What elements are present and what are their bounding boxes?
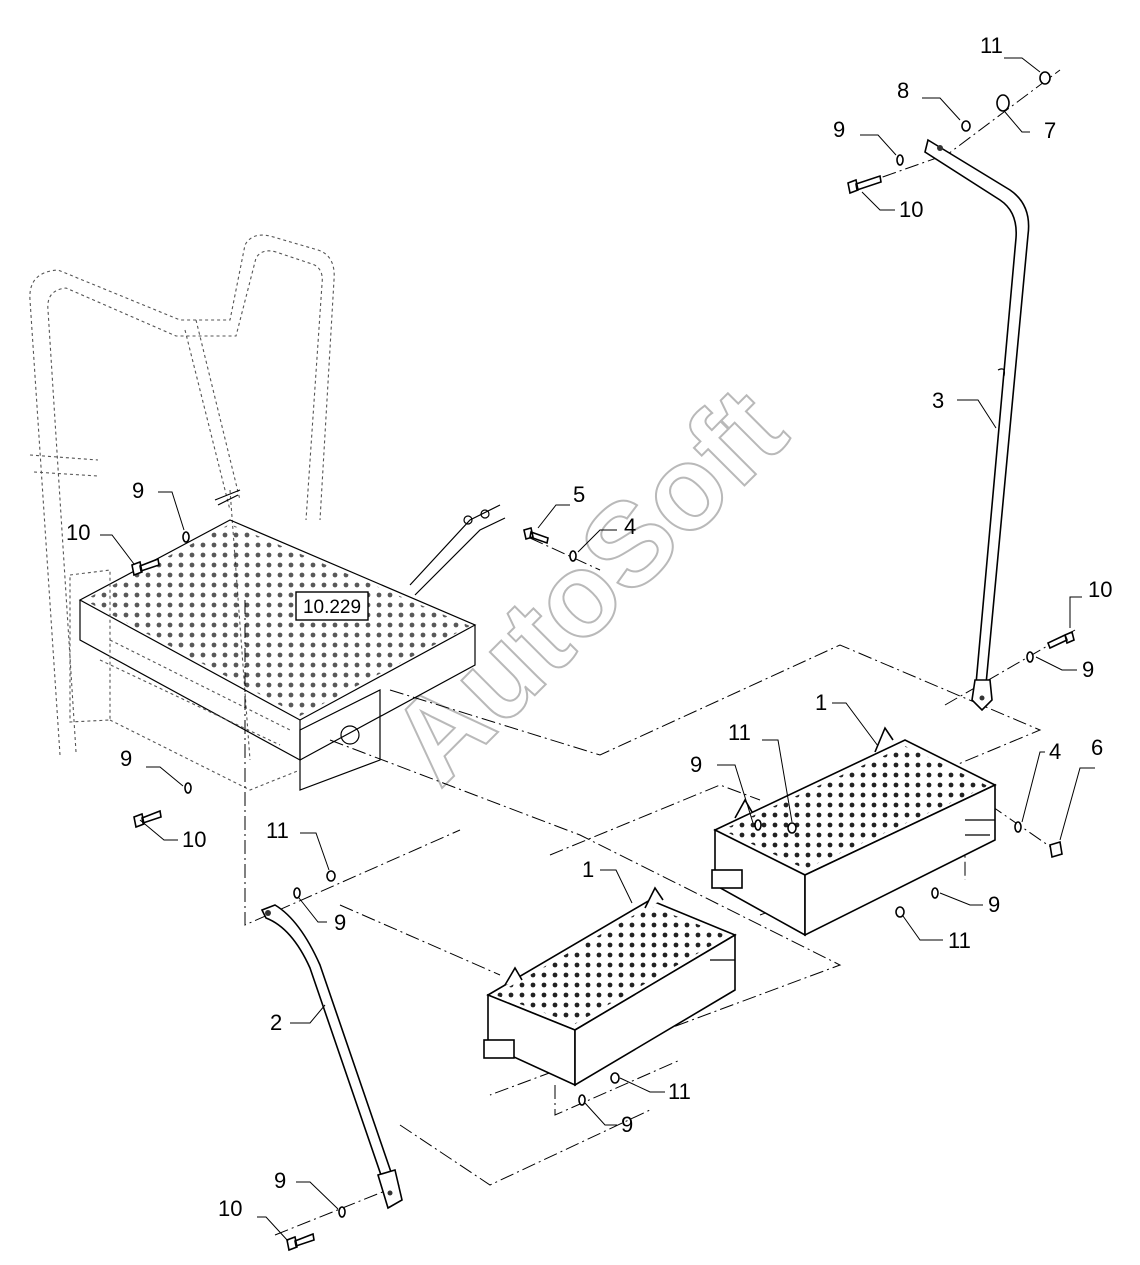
callout-6: 6	[1091, 735, 1103, 760]
washer-8	[961, 120, 971, 132]
washer-9-right	[1026, 651, 1034, 663]
washer-9-bottom-left	[338, 1206, 346, 1218]
fasteners	[131, 71, 1075, 1252]
callout-10-top: 10	[899, 197, 923, 222]
washer-4-mid	[569, 550, 577, 562]
callout-9-mid: 9	[690, 752, 702, 777]
bolt-10-left-upper	[131, 557, 160, 577]
callout-11-right-lower: 11	[948, 928, 971, 953]
nut-11-bottom	[610, 1072, 620, 1084]
washer-9-bottom	[578, 1094, 586, 1106]
battery-box-left	[483, 886, 737, 1087]
strap-3	[924, 138, 1030, 712]
callout-10-right: 10	[1088, 577, 1112, 602]
bolt-10-right	[1046, 630, 1075, 650]
callout-9-left: 9	[334, 910, 346, 935]
callout-9-top: 9	[833, 117, 845, 142]
bolt-5	[523, 526, 549, 545]
callout-10-left-lower: 10	[182, 827, 206, 852]
nut-11-top	[1039, 71, 1051, 85]
callout-3: 3	[932, 388, 944, 413]
callout-8: 8	[897, 78, 909, 103]
callout-7: 7	[1044, 118, 1056, 143]
bolt-10-bottom-left	[286, 1232, 315, 1252]
callout-10-left-upper: 10	[66, 520, 90, 545]
callout-5: 5	[573, 482, 585, 507]
bolt-10-left-lower	[133, 809, 162, 829]
callout-1-right: 1	[815, 690, 827, 715]
callout-9-left-lower: 9	[120, 746, 132, 771]
washer-9-right-lower	[931, 887, 939, 899]
callout-4-right: 4	[1049, 739, 1061, 764]
callout-9-right-lower: 9	[988, 892, 1000, 917]
nut-6	[1049, 840, 1063, 859]
washer-9-left	[293, 887, 301, 899]
washer-7	[996, 94, 1010, 112]
callout-9-bottom-left: 9	[274, 1168, 286, 1193]
callout-10-bottom-left: 10	[218, 1196, 242, 1221]
callout-9-bottom: 9	[621, 1112, 633, 1137]
reference-label: 10.229	[303, 597, 361, 618]
nut-11-left	[326, 870, 336, 882]
nut-11-right-lower	[895, 906, 905, 918]
washer-9-left-lower	[184, 782, 192, 794]
callout-11-left: 11	[266, 818, 289, 843]
washer-9-mid	[754, 819, 762, 831]
callout-2: 2	[270, 1010, 282, 1035]
callout-11-mid: 11	[728, 720, 751, 745]
strap-2	[260, 904, 403, 1210]
callouts: 11 8 7 9 10 3 5 4 9 10 10 9 1 11 9 4 6 9…	[66, 33, 1112, 1221]
bolt-10-top	[847, 174, 882, 195]
assembly-lines	[244, 69, 1076, 1236]
callout-4-mid: 4	[624, 514, 636, 539]
washer-9-top	[896, 154, 904, 166]
callout-1-left: 1	[582, 857, 594, 882]
battery-box-right	[711, 726, 997, 937]
callout-9-left-upper: 9	[132, 478, 144, 503]
cab-frame-assembly	[29, 234, 506, 791]
reference-box: 10.229	[295, 591, 369, 621]
washer-9-left-upper	[182, 531, 190, 543]
callout-11-top: 11	[980, 33, 1003, 58]
callout-9-right: 9	[1082, 657, 1094, 682]
nut-11-mid	[787, 822, 797, 834]
leader-lines	[100, 57, 1095, 1242]
washer-4-right	[1014, 821, 1022, 833]
callout-11-bottom: 11	[668, 1079, 691, 1104]
